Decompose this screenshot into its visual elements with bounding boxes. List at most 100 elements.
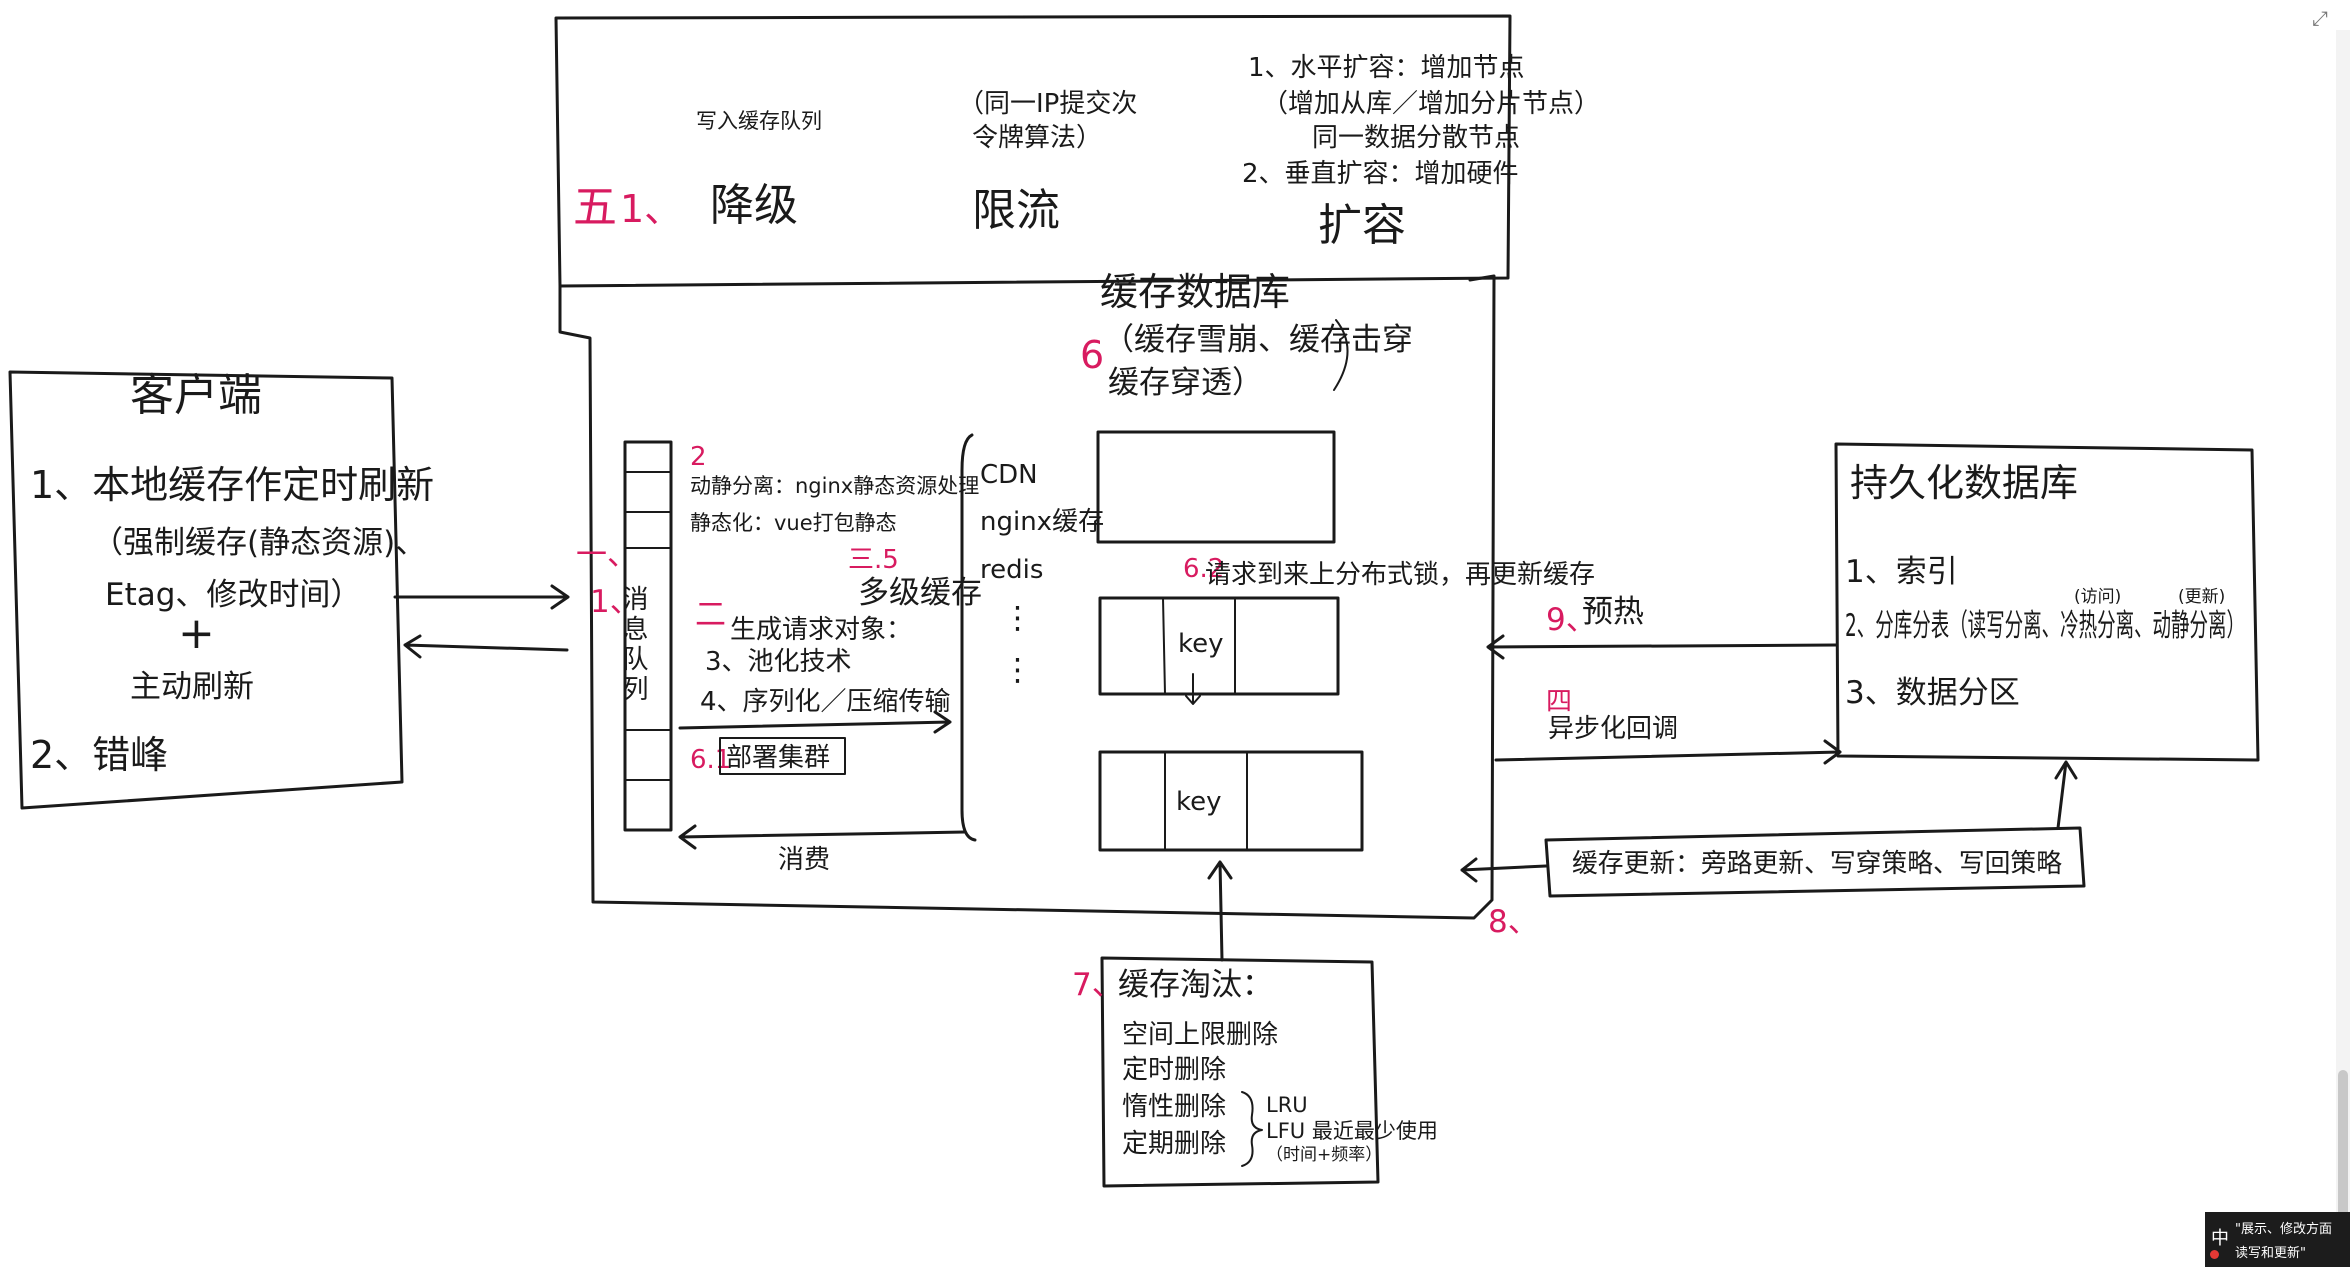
cache-db-issues-2: 缓存穿透） bbox=[1108, 365, 1263, 401]
client-item1-sub2: Etag、修改时间） bbox=[105, 577, 361, 613]
client-box bbox=[8, 370, 404, 810]
eviction-lazy: 惰性删除 bbox=[1122, 1092, 1226, 1122]
deploy-cluster-box bbox=[719, 737, 846, 775]
serialize-compress: 4、序列化／压缩传输 bbox=[700, 687, 951, 717]
eviction-marker-7: 7、 bbox=[1072, 967, 1123, 1003]
redis-cache-table-2 bbox=[1098, 750, 1364, 852]
eviction-lfu: LFU 最近最少使用 bbox=[1266, 1119, 1438, 1143]
cdn-cache-table bbox=[1096, 430, 1336, 544]
persist-db-note-update: (更新) bbox=[2178, 587, 2225, 607]
pool-tech: 3、池化技术 bbox=[705, 647, 852, 677]
cache-db-right-paren bbox=[1333, 319, 1349, 391]
middle-marker-2: 2 bbox=[690, 442, 707, 472]
scale-line-2: （增加从库／增加分片节点） bbox=[1262, 89, 1600, 119]
client-item1: 1、本地缓存作定时刷新 bbox=[30, 463, 434, 507]
message-queue-column bbox=[623, 440, 673, 832]
ratelimit-note-1: （同一IP提交次 bbox=[958, 89, 1137, 119]
cache-dots-1: ⋮ bbox=[1002, 600, 1033, 636]
scale-line-1: 1、水平扩容：增加节点 bbox=[1248, 53, 1525, 83]
preheat-marker-9: 9、 bbox=[1546, 602, 1597, 638]
cache-update-box bbox=[1544, 826, 2086, 898]
lock-note: 请求到来上分布式锁，再更新缓存 bbox=[1205, 560, 1595, 590]
persist-db-index: 1、索引 bbox=[1845, 554, 1958, 590]
cache-nginx: nginx缓存 bbox=[980, 507, 1104, 537]
staticize-note: 静态化：vue打包静态 bbox=[690, 511, 897, 535]
ime-candidate-2[interactable]: 读写和更新" bbox=[2235, 1246, 2306, 1261]
cache-redis: redis bbox=[980, 555, 1043, 585]
ratelimit-label: 限流 bbox=[972, 185, 1060, 236]
middle-box bbox=[558, 274, 1496, 920]
redis-key-2: key bbox=[1176, 787, 1222, 817]
eviction-lfu-note: （时间+频率） bbox=[1266, 1145, 1382, 1165]
scale-line-3: 同一数据分散节点 bbox=[1312, 123, 1520, 153]
redis-cache-table-1 bbox=[1098, 596, 1340, 696]
redis-key-1: key bbox=[1178, 629, 1224, 659]
persist-db-title: 持久化数据库 bbox=[1850, 461, 2078, 505]
lock-marker-6-2: 6.2 bbox=[1183, 554, 1224, 584]
client-title: 客户端 bbox=[130, 370, 262, 421]
multi-cache-bracket bbox=[960, 433, 977, 842]
client-item1-sub3: 主动刷新 bbox=[130, 669, 254, 705]
persist-db-box bbox=[1834, 442, 2260, 762]
middle-marker-er: 二 bbox=[695, 597, 726, 633]
mq-marker-yi: 一、 bbox=[576, 537, 638, 573]
degrade-label: 降级 bbox=[710, 180, 798, 231]
serialize-arrow bbox=[678, 710, 952, 734]
client-item1-sub1: （强制缓存(静态资源)、 bbox=[92, 525, 426, 561]
cache-update-label: 缓存更新：旁路更新、写穿策略、写回策略 bbox=[1572, 849, 2062, 879]
eviction-brace bbox=[1241, 1091, 1263, 1167]
consume-label: 消费 bbox=[778, 845, 830, 875]
eviction-box bbox=[1100, 956, 1380, 1188]
cache-update-up-arrow bbox=[2054, 760, 2078, 830]
ime-status-dot-icon bbox=[2210, 1250, 2219, 1259]
top-box bbox=[554, 14, 1512, 288]
consume-arrow bbox=[678, 824, 967, 850]
eviction-up-arrow bbox=[1207, 860, 1233, 962]
eviction-periodic: 定期删除 bbox=[1122, 1129, 1226, 1159]
degrade-note: 写入缓存队列 bbox=[696, 109, 822, 133]
cache-db-title: 缓存数据库 bbox=[1100, 270, 1290, 314]
ratelimit-note-2: 令牌算法） bbox=[972, 123, 1102, 153]
mq-marker-1: 1、 bbox=[590, 584, 641, 620]
persist-db-note-cold: (访问) bbox=[2074, 587, 2121, 607]
cache-dots-2: ⋮ bbox=[1002, 652, 1033, 688]
top-marker-5: 五 bbox=[573, 182, 617, 233]
eviction-timed: 定时删除 bbox=[1122, 1055, 1226, 1085]
middle-marker-6-1: 6.1 bbox=[690, 745, 731, 775]
key-down-arrow bbox=[1185, 673, 1201, 705]
async-arrow bbox=[1494, 739, 1842, 765]
scale-label: 扩容 bbox=[1318, 200, 1406, 251]
scrollbar-thumb[interactable] bbox=[2338, 1070, 2348, 1250]
ime-mode-toggle[interactable]: 中 bbox=[2211, 1228, 2229, 1249]
client-to-server-arrow bbox=[393, 584, 570, 610]
persist-db-sharding: 2、分库分表（读写分离、冷热分离、动静分离） bbox=[1845, 608, 2245, 644]
vertical-scrollbar[interactable] bbox=[2336, 30, 2350, 1267]
preheat-label: 预热 bbox=[1582, 594, 1644, 630]
gen-request-object: 生成请求对象： bbox=[730, 615, 912, 645]
dynamic-static-note: 动静分离：nginx静态资源处理 bbox=[690, 474, 979, 498]
async-label: 异步化回调 bbox=[1548, 714, 1678, 744]
eviction-title: 缓存淘汰： bbox=[1118, 967, 1273, 1003]
cache-cdn: CDN bbox=[980, 460, 1038, 490]
eviction-space-limit: 空间上限删除 bbox=[1122, 1020, 1278, 1050]
ime-candidate-1[interactable]: "展示、修改方面 bbox=[2235, 1222, 2332, 1237]
eviction-lru: LRU bbox=[1266, 1093, 1308, 1117]
expand-icon[interactable]: ⤢ bbox=[2312, 6, 2328, 30]
middle-marker-3-5: 三.5 bbox=[848, 545, 899, 575]
top-marker-1: 1、 bbox=[620, 187, 682, 231]
cache-db-issues-1: （缓存雪崩、缓存击穿 bbox=[1103, 322, 1413, 358]
cache-db-marker-6: 6 bbox=[1080, 333, 1104, 377]
message-queue-label: 消息队列 bbox=[618, 585, 648, 705]
preheat-arrow bbox=[1486, 634, 1838, 660]
cache-update-marker-8: 8、 bbox=[1488, 904, 1539, 940]
async-marker-4: 四 bbox=[1546, 687, 1572, 717]
server-to-client-arrow bbox=[403, 634, 569, 659]
cache-update-left-arrow bbox=[1460, 857, 1548, 883]
scale-line-4: 2、垂直扩容：增加硬件 bbox=[1242, 159, 1519, 189]
client-item2: 2、错峰 bbox=[30, 733, 168, 777]
ime-toolbar[interactable]: 中 "展示、修改方面 读写和更新" bbox=[2205, 1212, 2350, 1267]
deploy-cluster: 部署集群 bbox=[726, 743, 830, 773]
client-plus: + bbox=[178, 608, 215, 659]
persist-db-partition: 3、数据分区 bbox=[1845, 675, 2020, 711]
